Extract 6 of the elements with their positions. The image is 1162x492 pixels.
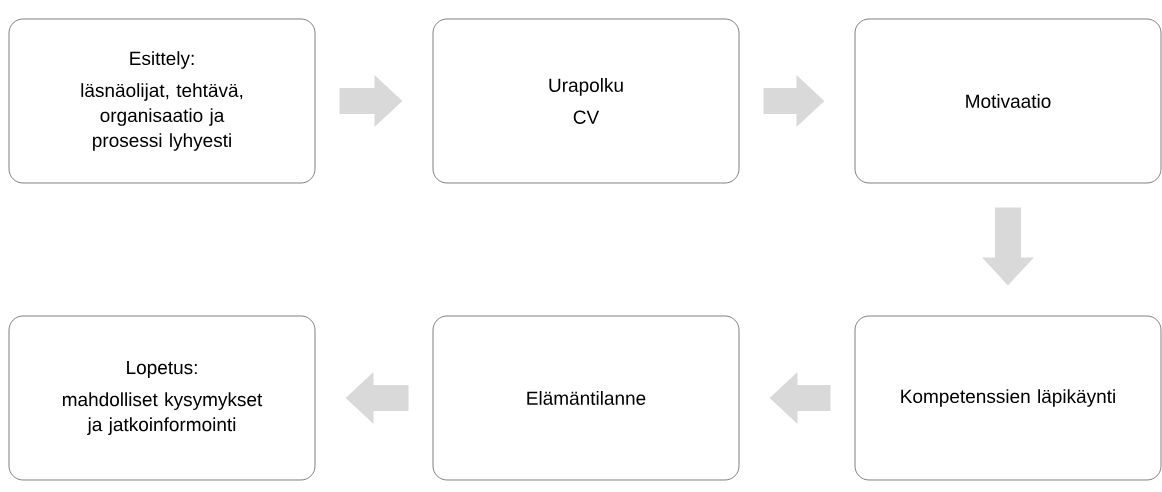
- process-box: Motivaatio: [854, 18, 1162, 184]
- process-box: Elämäntilanne: [432, 315, 740, 481]
- process-box: Lopetus: mahdolliset kysymykset ja jatkoinformointi: [8, 315, 316, 481]
- process-box: Esittely: läsnäolijat, tehtävä, organisaatio ja prosessi lyhyesti: [8, 18, 316, 184]
- process-box: Urapolku CV: [432, 18, 740, 184]
- process-box: Kompetenssien läpikäynti: [854, 315, 1162, 481]
